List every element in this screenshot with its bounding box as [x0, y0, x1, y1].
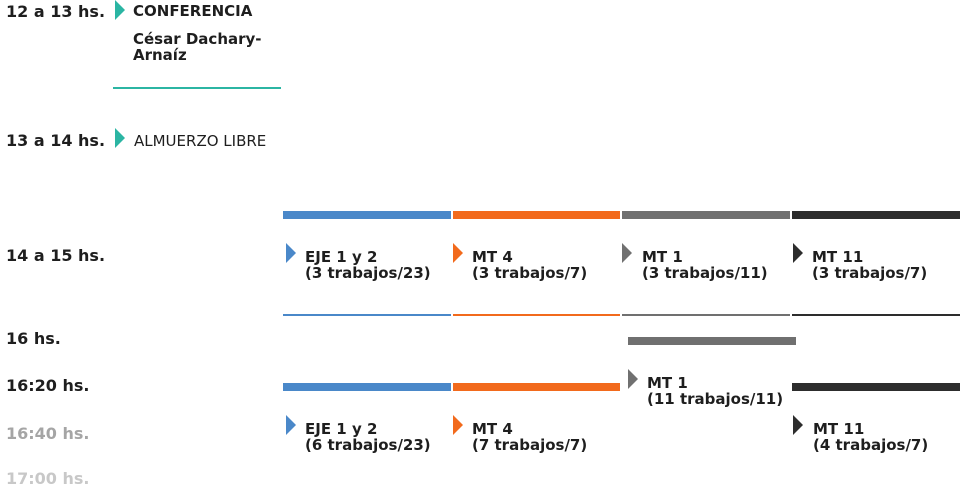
session2-mt1: MT 1(11 trabajos/11) — [647, 374, 784, 408]
arrow-icon — [453, 415, 463, 435]
time-13-14: 13 a 14 hs. — [6, 131, 106, 150]
mt4-bar-2 — [453, 383, 620, 391]
mt1-bar-2 — [628, 337, 796, 345]
mt4-bar — [453, 211, 620, 219]
mt11-bar-2 — [792, 383, 960, 391]
arrow-icon — [286, 243, 296, 263]
time-1640: 16:40 hs. — [6, 424, 90, 443]
session1-eje: EJE 1 y 2(3 trabajos/23) — [305, 248, 431, 282]
time-1620: 16:20 hs. — [6, 376, 90, 395]
time-1700: 17:00 hs. — [6, 469, 90, 488]
eje-bar-2 — [283, 383, 451, 391]
divider — [453, 314, 620, 316]
session2-mt11: MT 11(4 trabajos/7) — [813, 420, 929, 454]
arrow-icon — [115, 128, 125, 148]
divider — [622, 314, 790, 316]
session2-eje: EJE 1 y 2(6 trabajos/23) — [305, 420, 431, 454]
conferencia-speaker: César Dachary-Arnaíz — [133, 30, 262, 64]
session1-mt4: MT 4(3 trabajos/7) — [472, 248, 588, 282]
mt1-bar — [622, 211, 790, 219]
almuerzo-label: ALMUERZO LIBRE — [134, 132, 267, 150]
arrow-icon — [793, 415, 803, 435]
arrow-icon — [622, 243, 632, 263]
divider — [283, 314, 451, 316]
time-16: 16 hs. — [6, 329, 61, 348]
time-12-13: 12 a 13 hs. — [6, 2, 106, 21]
session1-mt11: MT 11(3 trabajos/7) — [812, 248, 928, 282]
session2-mt4: MT 4(7 trabajos/7) — [472, 420, 588, 454]
arrow-icon — [453, 243, 463, 263]
time-14-15: 14 a 15 hs. — [6, 246, 106, 265]
mt11-bar — [792, 211, 960, 219]
session1-mt1: MT 1(3 trabajos/11) — [642, 248, 768, 282]
conferencia-title: CONFERENCIA — [133, 2, 253, 20]
divider — [792, 314, 960, 316]
divider — [113, 87, 281, 89]
arrow-icon — [628, 369, 638, 389]
arrow-icon — [793, 243, 803, 263]
arrow-icon — [286, 415, 296, 435]
arrow-icon — [115, 0, 125, 20]
eje-bar — [283, 211, 451, 219]
